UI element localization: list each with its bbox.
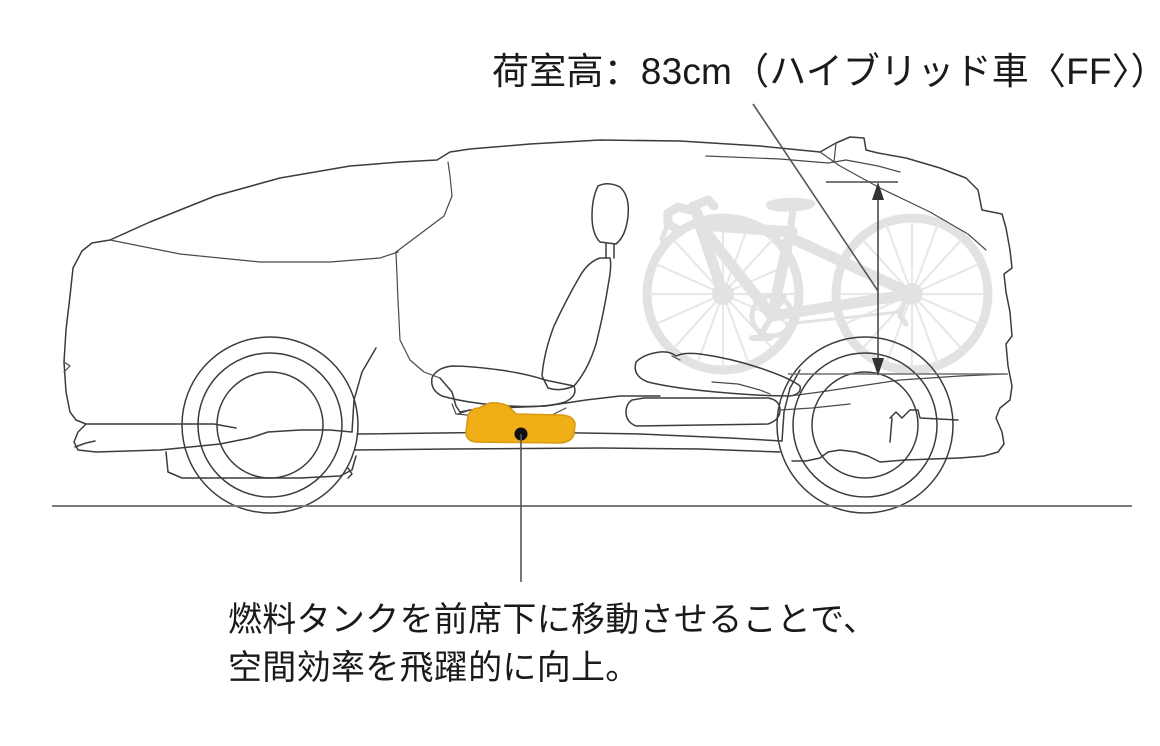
cargo-height-callout-title: 荷室高：83cm（ハイブリッド車〈FF〉） — [492, 51, 1160, 92]
caption-block: 燃料タンクを前席下に移動させることで、 空間効率を飛躍的に向上。 — [228, 596, 988, 693]
caption-line-2: 空間効率を飛躍的に向上。 — [228, 649, 640, 688]
front-seat-outline — [430, 183, 630, 419]
rear-wheel — [776, 336, 954, 514]
title-leader-line — [752, 103, 879, 292]
bicycle-icon — [642, 195, 993, 375]
cargo-height-dimension-arrow — [788, 181, 1008, 376]
folded-rear-seat-outline — [625, 351, 1005, 427]
front-wheel — [181, 336, 359, 514]
caption-line-1: 燃料タンクを前席下に移動させることで、 — [228, 601, 878, 639]
